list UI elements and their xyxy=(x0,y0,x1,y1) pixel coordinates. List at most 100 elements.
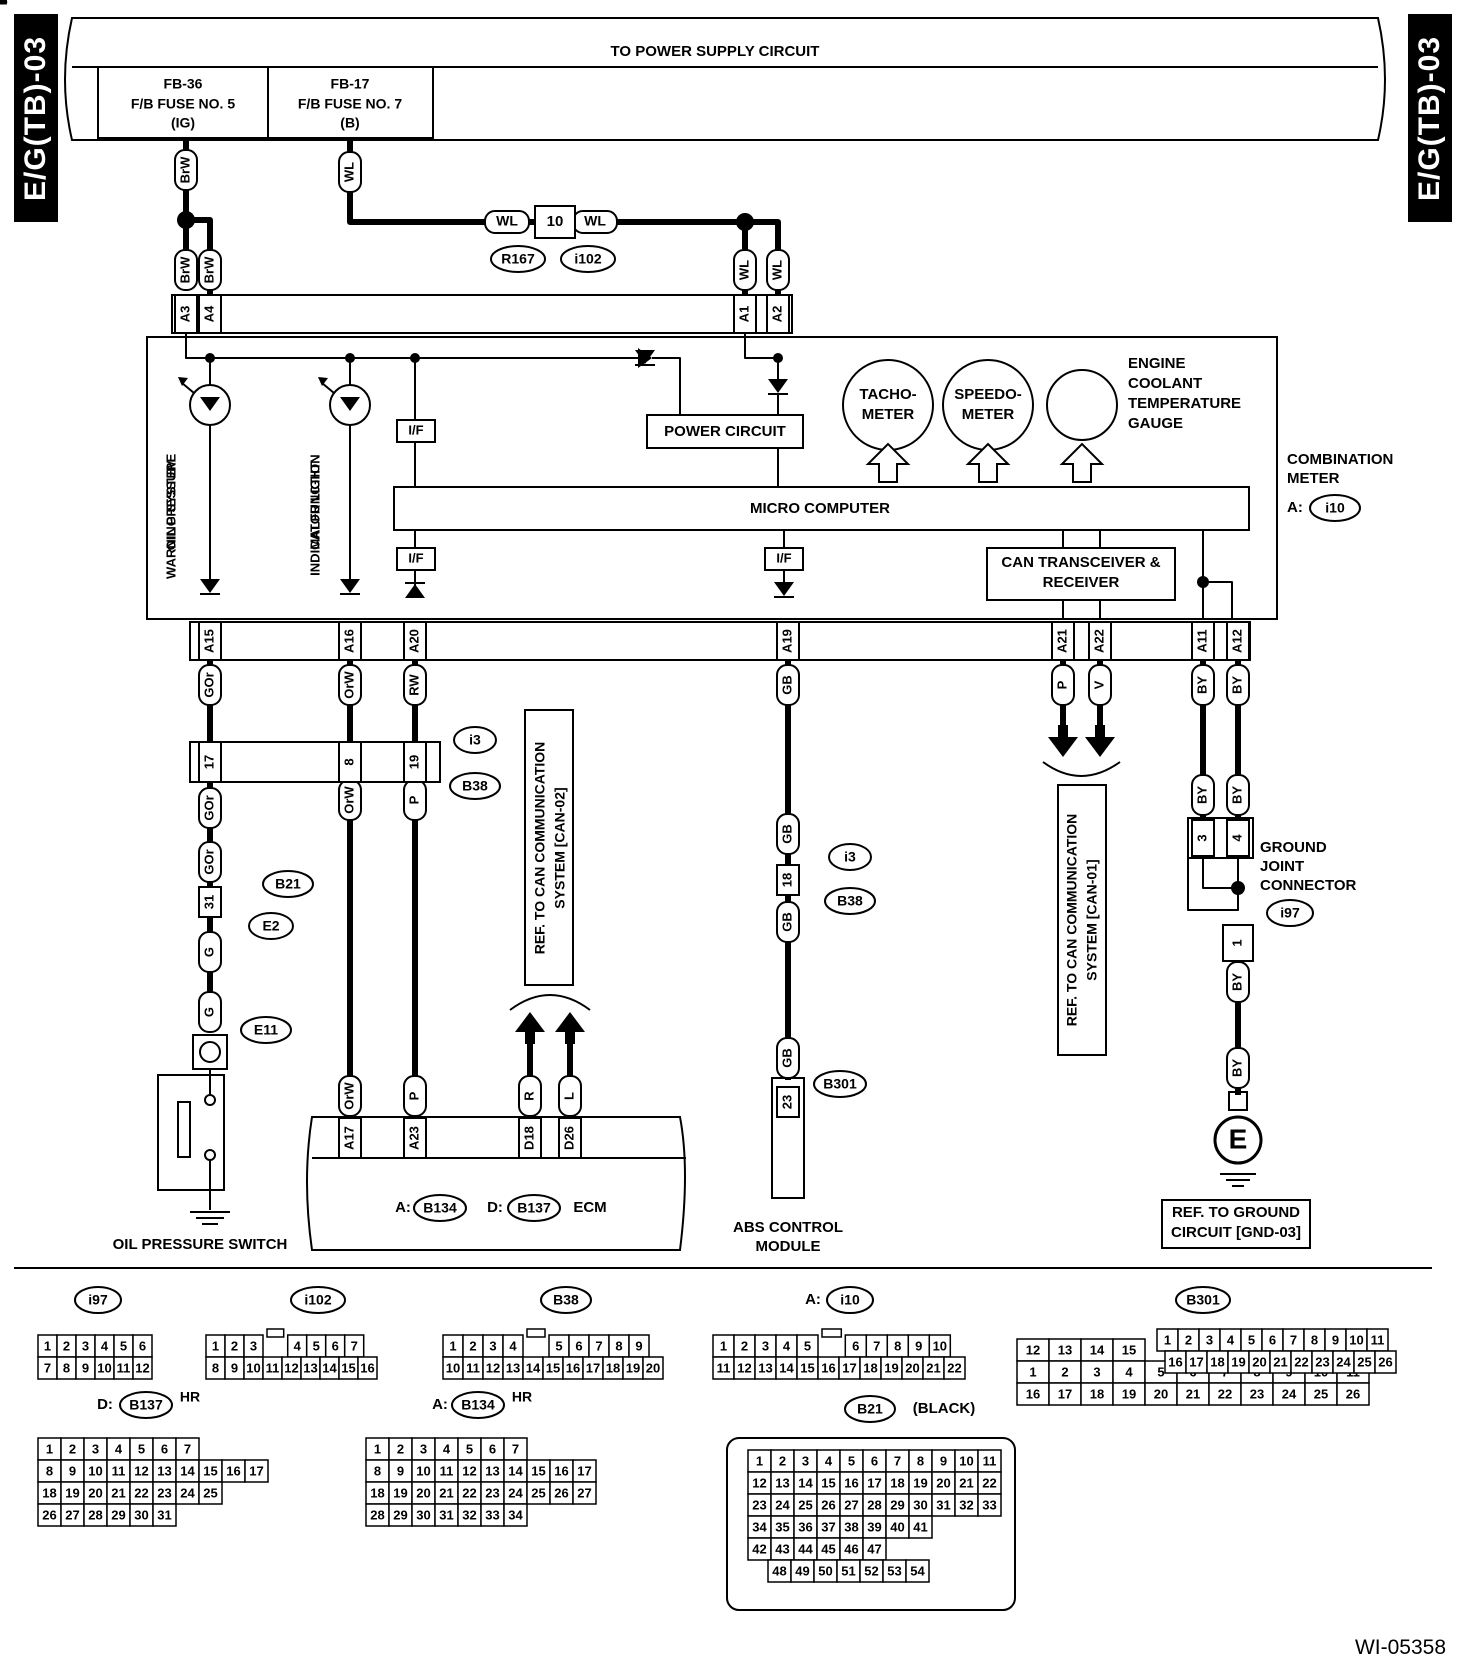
junction-dot xyxy=(205,353,215,363)
power-circuit-label: POWER CIRCUIT xyxy=(664,423,786,440)
wire-gb-4-color-label: GB xyxy=(779,1048,794,1068)
face-i102-title-label: i102 xyxy=(304,1292,331,1308)
face-i10-pin: 6 xyxy=(852,1338,859,1353)
connector-i10-oval xyxy=(1309,494,1361,522)
face-b301-pin: 17 xyxy=(1189,1354,1203,1369)
face-b301-pin: 22 xyxy=(1218,1386,1232,1401)
face-b301-pin: 13 xyxy=(1058,1342,1072,1357)
face-b301-pin: 26 xyxy=(1346,1386,1360,1401)
wire-brw-a3-label-box xyxy=(174,249,198,291)
face-b21-pin: 42 xyxy=(752,1541,766,1556)
face-b134-pin: 32 xyxy=(462,1507,476,1522)
face-b134-pin: 31 xyxy=(439,1507,453,1522)
face-b38-title-label: B38 xyxy=(553,1292,579,1308)
face-b38-pin: 15 xyxy=(546,1360,560,1375)
face-b301-pin: 4 xyxy=(1227,1332,1235,1347)
face-b301-noop-pin: 15 xyxy=(0,0,7,7)
face-b38-pin: 5 xyxy=(555,1338,562,1353)
connector-i102-oval xyxy=(560,245,616,273)
face-b301-pin: 11 xyxy=(1371,1332,1385,1347)
face-i10-title-label: i10 xyxy=(840,1292,860,1308)
junction-dot xyxy=(345,353,355,363)
face-b137-pin: 12 xyxy=(134,1463,148,1478)
face-i97-pin: 9 xyxy=(82,1360,89,1375)
connector-i3-1-oval xyxy=(453,726,497,754)
face-i102-pin: 3 xyxy=(250,1338,257,1353)
wire-brw-a3-color-label: BrW xyxy=(177,256,192,283)
face-i10-pin: 12 xyxy=(737,1360,751,1375)
face-b301-pin: 22 xyxy=(1294,1354,1308,1369)
face-b134-pin: 10 xyxy=(416,1463,430,1478)
wire-by-ground-1-color-label: BY xyxy=(1229,973,1244,991)
can-label-1: CAN TRANSCEIVER & xyxy=(1001,554,1160,571)
connector-b301-oval xyxy=(813,1070,867,1098)
ground-joint-label: JOINT xyxy=(1260,858,1304,875)
face-b301-pin: 6 xyxy=(1269,1332,1276,1347)
face-b134-pin: 7 xyxy=(512,1441,519,1456)
face-b301-pin: 23 xyxy=(1315,1354,1329,1369)
face-b134-pin: 30 xyxy=(416,1507,430,1522)
face-b134-pin: 34 xyxy=(508,1507,523,1522)
face-b21-pin: 11 xyxy=(983,1453,997,1468)
mil-bulb-diode xyxy=(340,397,360,411)
face-b301-noop-pin: 19 xyxy=(0,0,7,7)
face-b21-pin: 29 xyxy=(890,1497,904,1512)
face-b137-pin: 5 xyxy=(138,1441,145,1456)
face-b134-pin: 23 xyxy=(485,1485,499,1500)
face-b21-pin: 20 xyxy=(936,1475,950,1490)
face-b137-pin: 16 xyxy=(226,1463,240,1478)
face-b21-pin: 51 xyxy=(841,1563,855,1578)
a15-diode xyxy=(200,579,220,593)
face-b21-pin: 32 xyxy=(959,1497,973,1512)
face-b134-pin: 20 xyxy=(416,1485,430,1500)
face-i10-pin: 22 xyxy=(947,1360,961,1375)
switch-pin-1 xyxy=(204,1094,216,1106)
connector-b38-1-label: B38 xyxy=(462,778,488,794)
wire-wl-a2-color-label: WL xyxy=(769,260,784,280)
can01-bracket xyxy=(1042,761,1121,777)
ground-lug xyxy=(1228,1091,1248,1111)
face-b134-pin: 26 xyxy=(554,1485,568,1500)
connector-b21-oval xyxy=(262,870,314,898)
face-b38-pin: 14 xyxy=(526,1360,541,1375)
face-i102-title-oval xyxy=(290,1286,346,1314)
face-b301-pin: 8 xyxy=(1311,1332,1318,1347)
fuse-7-code: FB-17 xyxy=(331,76,370,92)
wire-wl-left-label-box xyxy=(484,210,530,234)
oil-warning-label: OIL PRESSURE xyxy=(163,453,178,550)
face-i10-key xyxy=(821,1328,843,1338)
pin-17-label: 17 xyxy=(201,755,216,769)
oil-bulb-ray xyxy=(181,382,195,394)
mil-bulb-ray xyxy=(321,382,335,394)
face-b21-pin: 8 xyxy=(917,1453,924,1468)
pin-a17 xyxy=(338,1117,362,1159)
wire-gor-3-label-box xyxy=(198,841,222,883)
pin-a12 xyxy=(1226,621,1250,661)
face-b134-pin: 1 xyxy=(374,1441,381,1456)
pin-a22-label: A22 xyxy=(1091,629,1106,653)
connector-b38-2-oval xyxy=(824,887,876,915)
face-b301-noop-pin: 21 xyxy=(0,0,7,7)
face-b301-pin: 1 xyxy=(1029,1364,1036,1379)
wire-gb-1-color-label: GB xyxy=(779,675,794,695)
if-box-a20 xyxy=(396,547,436,571)
mil-label: MALFUNCTION xyxy=(307,454,322,549)
face-b301-noop-pin: 17 xyxy=(0,0,7,7)
wire-gb-3-label-box xyxy=(776,901,800,943)
wire-wl-a1-label-box xyxy=(733,249,757,291)
wire-by-a12-low-label-box xyxy=(1226,774,1250,816)
face-b137-pin: 31 xyxy=(157,1507,171,1522)
pin-18-label: 18 xyxy=(779,873,794,887)
face-b301-pin: 23 xyxy=(1250,1386,1264,1401)
wire-gor-1-label-box xyxy=(198,664,222,706)
pin-17 xyxy=(198,741,222,783)
wire-brw-top-label-box xyxy=(174,149,198,191)
pin-4-label: 4 xyxy=(1229,834,1244,842)
a19-diode xyxy=(774,582,794,596)
face-b38-key xyxy=(526,1328,546,1338)
face-b134-pin: 14 xyxy=(508,1463,523,1478)
wire-brw-a4-label-box xyxy=(198,249,222,291)
wire-by-a11-label-box xyxy=(1191,664,1215,706)
face-b137-pin: 24 xyxy=(180,1485,195,1500)
pin-a12-label: A12 xyxy=(1229,629,1244,653)
